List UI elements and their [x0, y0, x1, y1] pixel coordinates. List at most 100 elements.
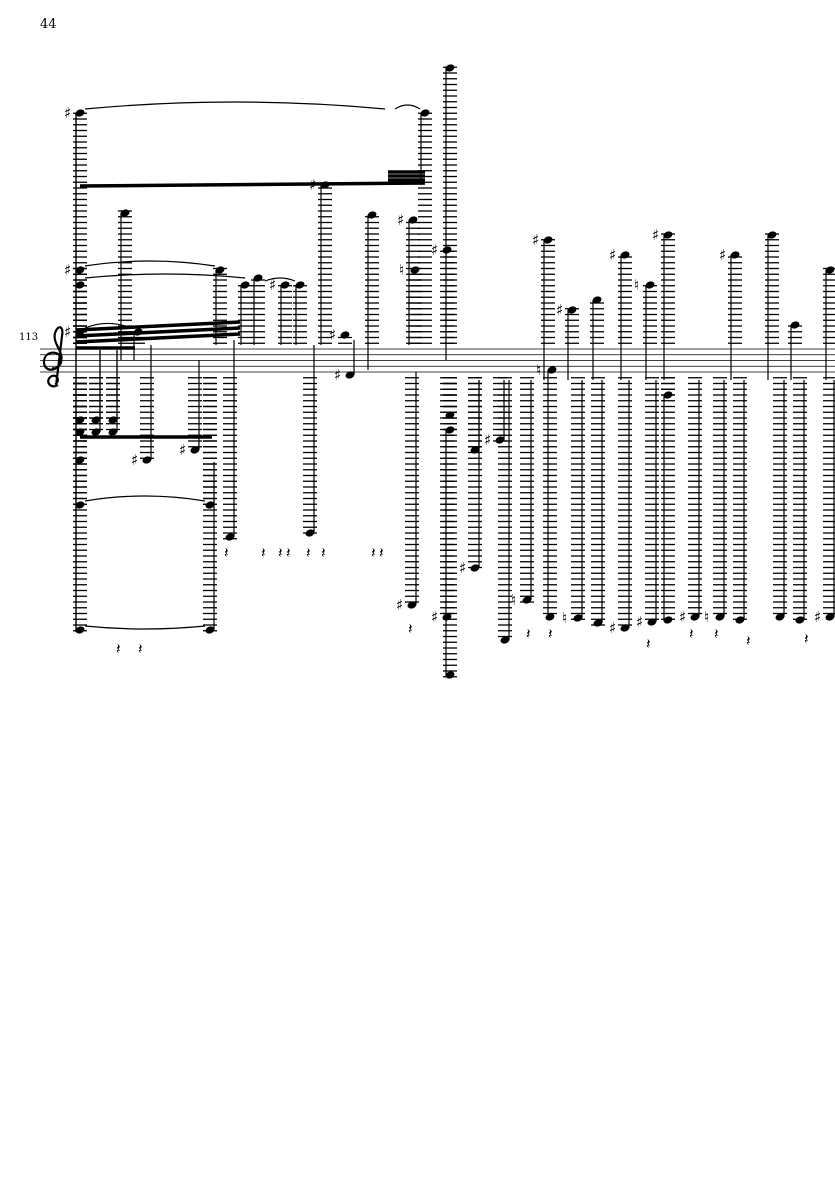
note-head	[567, 306, 577, 314]
note-head	[345, 371, 355, 379]
note-head	[730, 251, 740, 259]
beam	[75, 326, 241, 338]
note-head	[543, 236, 553, 244]
note-head	[592, 296, 602, 304]
quarter-rest-icon: 𝄽	[286, 544, 291, 562]
quarter-rest-icon: 𝄽	[224, 544, 229, 562]
note-head	[470, 446, 480, 454]
quarter-rest-icon: 𝄽	[138, 640, 143, 658]
sharp-icon: ♯	[396, 596, 403, 614]
note-head	[75, 501, 85, 509]
sharp-icon: ♯	[329, 326, 336, 344]
note-head	[75, 328, 85, 336]
note-head	[75, 626, 85, 634]
note-head	[663, 391, 673, 399]
quarter-rest-icon: 𝄽	[689, 625, 694, 643]
note-head	[545, 613, 555, 621]
sharp-icon: ♯	[484, 431, 491, 449]
note-head	[500, 636, 510, 644]
sharp-icon: ♯	[814, 608, 821, 626]
note-head	[775, 613, 785, 621]
page-number: 44	[40, 17, 57, 32]
sharp-icon: ♯	[431, 608, 438, 626]
quarter-rest-icon: 𝄽	[804, 630, 809, 648]
tie	[264, 277, 296, 282]
tie	[84, 101, 386, 110]
rests: 𝄽𝄽𝄽𝄽𝄽𝄽𝄽𝄽𝄽𝄽𝄽𝄽𝄽𝄽𝄽𝄽𝄽𝄽	[116, 544, 809, 658]
natural-icon: ♮	[704, 608, 709, 626]
note-head	[205, 501, 215, 509]
quarter-rest-icon: 𝄽	[548, 625, 553, 643]
note-head	[620, 624, 630, 632]
note-head	[795, 616, 805, 624]
sharp-icon: ♯	[64, 323, 71, 341]
note-head	[75, 281, 85, 289]
note-head	[442, 246, 452, 254]
note-head	[280, 281, 290, 289]
note-head	[663, 231, 673, 239]
note-head	[645, 281, 655, 289]
note-head	[690, 613, 700, 621]
staff-lines	[40, 348, 835, 373]
quarter-rest-icon: 𝄽	[116, 640, 121, 658]
note-heads: ♯♯♯♯♯♯♯♯♯♯♮♯♯♯♯♯♮♯♮♯♮♯♯♮♯♯♯♮♯♯	[64, 64, 835, 679]
note-head	[790, 321, 800, 329]
quarter-rest-icon: 𝄽	[379, 544, 384, 562]
sharp-icon: ♯	[556, 301, 563, 319]
beams	[75, 170, 426, 439]
note-head	[205, 626, 215, 634]
sharp-icon: ♯	[334, 366, 341, 384]
quarter-rest-icon: 𝄽	[261, 544, 266, 562]
tie	[84, 260, 216, 267]
quarter-rest-icon: 𝄽	[714, 625, 719, 643]
note-head	[133, 328, 143, 336]
note-head	[445, 426, 455, 434]
quarter-rest-icon: 𝄽	[306, 544, 311, 562]
natural-icon: ♮	[511, 591, 516, 609]
treble-clef-icon	[42, 326, 64, 388]
sharp-icon: ♯	[431, 241, 438, 259]
tie	[84, 625, 206, 630]
note-head	[305, 529, 315, 537]
beam	[75, 320, 241, 332]
note-head	[647, 618, 657, 626]
note-head	[735, 616, 745, 624]
note-head	[495, 436, 505, 444]
quarter-rest-icon: 𝄽	[646, 635, 651, 653]
sharp-icon: ♯	[179, 441, 186, 459]
ties	[84, 101, 421, 630]
note-head	[91, 428, 101, 436]
note-head	[75, 109, 85, 117]
note-head	[75, 266, 85, 274]
note-head	[442, 613, 452, 621]
sharp-icon: ♯	[64, 261, 71, 279]
quarter-rest-icon: 𝄽	[321, 544, 326, 562]
note-head	[825, 613, 835, 621]
note-head	[215, 266, 225, 274]
quarter-rest-icon: 𝄽	[371, 544, 376, 562]
natural-icon: ♮	[399, 261, 404, 279]
note-head	[340, 331, 350, 339]
note-head	[445, 411, 455, 419]
beam	[75, 332, 241, 344]
sharp-icon: ♯	[609, 619, 616, 637]
sharp-icon: ♯	[636, 613, 643, 631]
note-head	[142, 456, 152, 464]
note-head	[522, 596, 532, 604]
note-head	[573, 614, 583, 622]
beam	[79, 181, 426, 188]
measure-number: 113	[19, 332, 39, 343]
note-head	[470, 564, 480, 572]
note-head	[240, 281, 250, 289]
sharp-icon: ♯	[679, 608, 686, 626]
sharp-icon: ♯	[652, 226, 659, 244]
note-head	[75, 456, 85, 464]
sharp-icon: ♯	[269, 276, 276, 294]
note-head	[320, 181, 330, 189]
sharp-icon: ♯	[459, 559, 466, 577]
note-head	[620, 251, 630, 259]
note-head	[367, 211, 377, 219]
quarter-rest-icon: 𝄽	[278, 544, 283, 562]
note-head	[445, 64, 455, 72]
